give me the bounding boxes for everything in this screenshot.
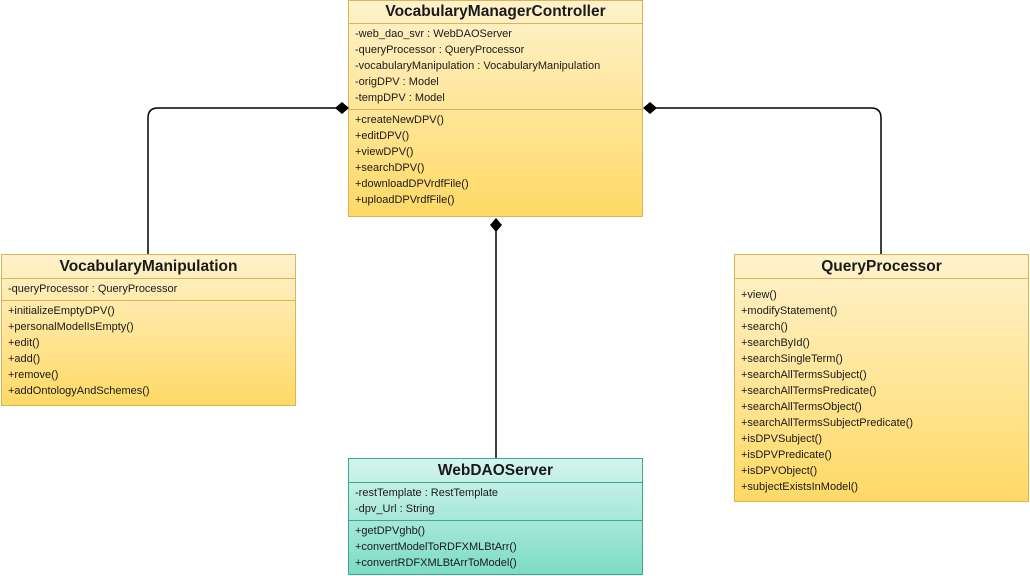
attribute-row: -dpv_Url : String [355,503,435,515]
method-row: +edit() [8,337,40,349]
method-row: +searchAllTermsSubjectPredicate() [741,417,914,429]
methods-section: +view() +modifyStatement() +search() +searc… [735,287,1028,498]
class-web-dao-server[interactable]: WebDAOServer -restTemplate : RestTemplat… [348,458,643,575]
methods-section: +initializeEmptyDPV() +personalModelIsEmp… [2,301,295,402]
method-row: +isDPVObject() [741,465,818,477]
method-row: +subjectExistsInModel() [741,481,859,493]
class-title: WebDAOServer [349,459,642,483]
method-row: +isDPVPredicate() [741,449,832,461]
attributes-section-empty [735,279,1028,287]
class-title: VocabularyManipulation [2,255,295,279]
method-row: +add() [8,353,41,365]
attributes-section: -restTemplate : RestTemplate -dpv_Url : S… [349,483,642,521]
method-row: +searchAllTermsPredicate() [741,385,877,397]
class-vocabulary-manager-controller[interactable]: VocabularyManagerController -web_dao_svr… [348,0,643,217]
method-row: +view() [741,289,777,301]
method-row: +convertModelToRDFXMLBtArr() [355,541,517,553]
attribute-row: -web_dao_svr : WebDAOServer [355,28,512,40]
method-row: +searchSingleTerm() [741,353,843,365]
method-row: +personalModelIsEmpty() [8,321,134,333]
method-row: +addOntologyAndSchemes() [8,385,150,397]
method-row: +downloadDPVrdfFile() [355,178,469,190]
methods-section: +createNewDPV() +editDPV() +viewDPV() +sear… [349,110,642,211]
method-row: +viewDPV() [355,146,414,158]
method-row: +remove() [8,369,59,381]
method-row: +convertRDFXMLBtArrToModel() [355,557,517,569]
attribute-row: -vocabularyManipulation : VocabularyMani… [355,60,601,72]
composition-diamond-left [335,102,349,114]
class-query-processor[interactable]: QueryProcessor +view() +modifyStatement()… [734,254,1029,502]
method-row: +search() [741,321,788,333]
method-row: +searchById() [741,337,810,349]
method-row: +modifyStatement() [741,305,838,317]
class-title: QueryProcessor [735,255,1028,279]
attribute-row: -tempDPV : Model [355,92,445,104]
class-vocabulary-manipulation[interactable]: VocabularyManipulation -queryProcessor :… [1,254,296,406]
composition-diamond-bottom [490,218,502,232]
class-title: VocabularyManagerController [349,1,642,24]
method-row: +searchAllTermsSubject() [741,369,867,381]
method-row: +uploadDPVrdfFile() [355,194,455,206]
method-row: +searchDPV() [355,162,425,174]
method-row: +isDPVSubject() [741,433,823,445]
method-row: +searchAllTermsObject() [741,401,862,413]
method-row: +editDPV() [355,130,410,142]
connector-controller-vocabulary-manipulation [147,107,342,254]
composition-diamond-right [643,102,657,114]
attribute-row: -origDPV : Model [355,76,439,88]
attributes-section: -queryProcessor : QueryProcessor [2,279,295,301]
method-row: +initializeEmptyDPV() [8,305,115,317]
connector-controller-query-processor [650,107,882,254]
attributes-section: -web_dao_svr : WebDAOServer -queryProcess… [349,24,642,110]
attribute-row: -restTemplate : RestTemplate [355,487,499,499]
methods-section: +getDPVghb() +convertModelToRDFXMLBtArr()… [349,521,642,574]
method-row: +getDPVghb() [355,525,426,537]
attribute-row: -queryProcessor : QueryProcessor [355,44,525,56]
attribute-row: -queryProcessor : QueryProcessor [8,283,178,295]
method-row: +createNewDPV() [355,114,444,126]
